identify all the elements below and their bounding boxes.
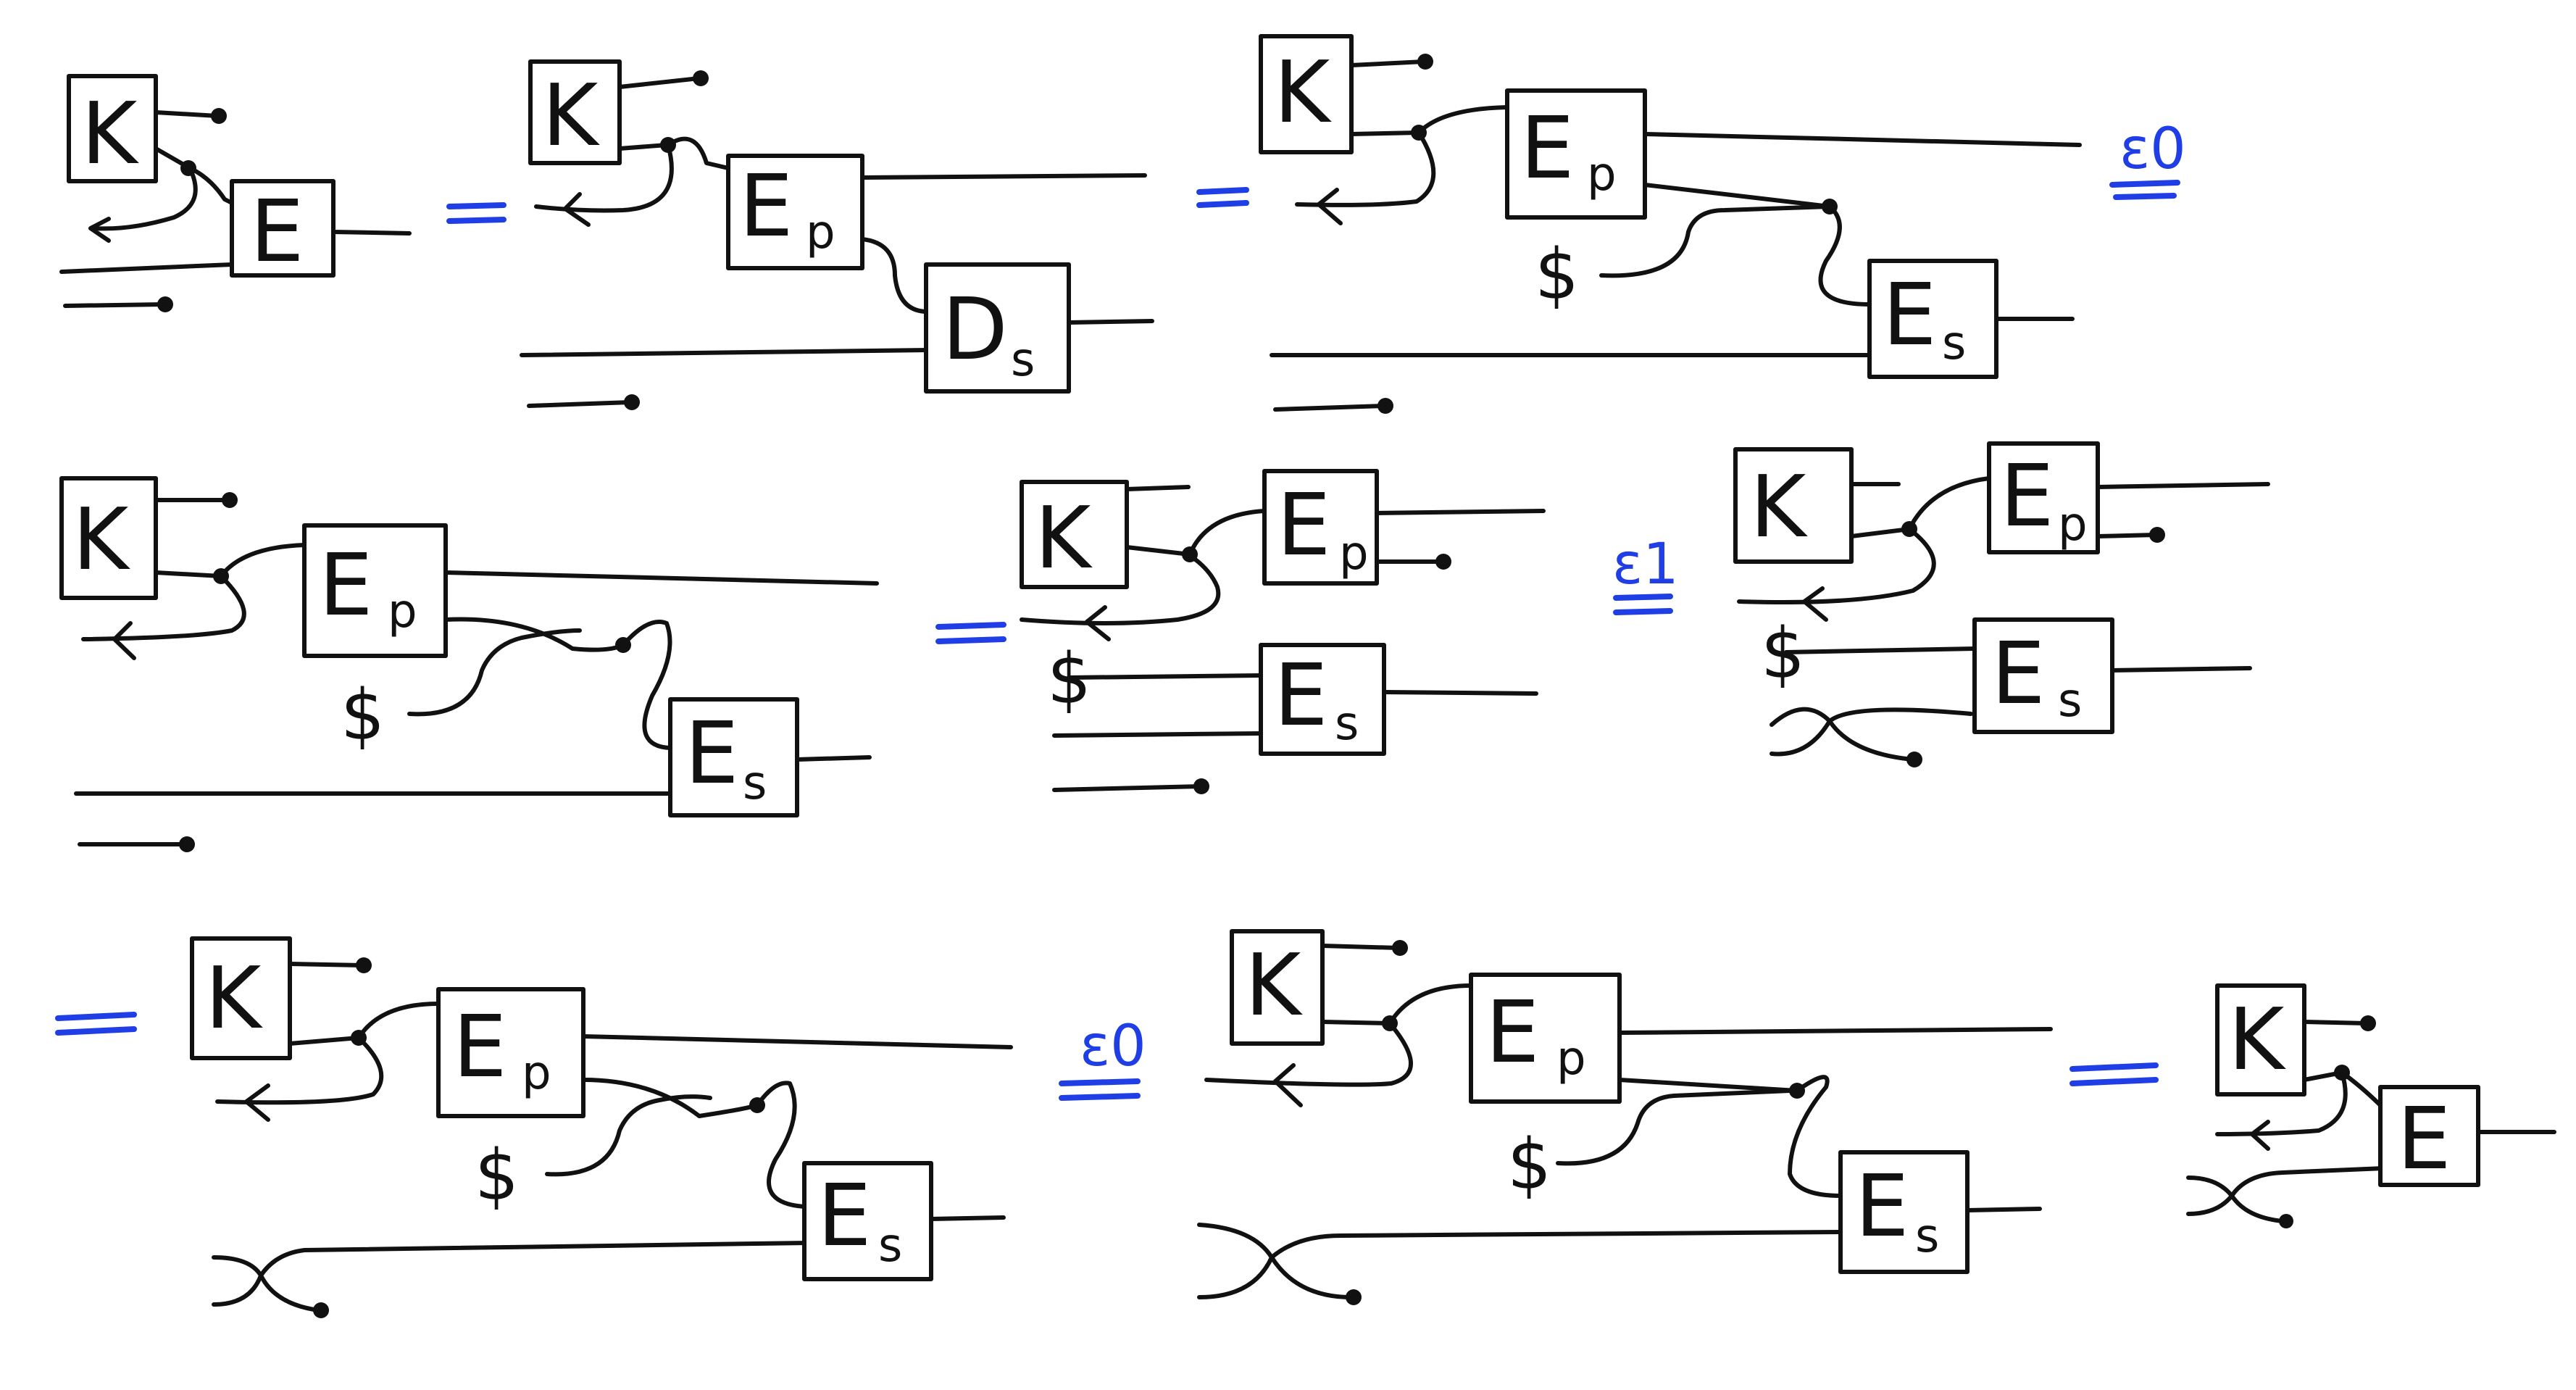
diagram-5: K E p $ E s	[1020, 469, 1546, 794]
key-box	[1230, 929, 1325, 1046]
enc-s-sub: s	[743, 757, 767, 810]
key-box	[1020, 480, 1129, 589]
enc-label: E	[250, 181, 304, 281]
enc-s-box	[668, 697, 799, 817]
diagram-4: K E p $ E s	[59, 476, 879, 852]
enc-s-box	[1259, 643, 1386, 756]
relation-eq-3	[935, 622, 1006, 644]
enc-p-label: E	[1277, 475, 1331, 575]
random-label: $	[1761, 613, 1805, 694]
random-label: $	[1047, 638, 1091, 720]
enc-p-sub: p	[1587, 148, 1617, 201]
enc-s-box	[1838, 1150, 1969, 1274]
random-label: $	[1535, 234, 1579, 315]
enc-s-label: E	[685, 703, 739, 803]
key-label: K	[2228, 989, 2286, 1089]
diagram-6: K E p $ E s	[1733, 441, 2270, 767]
enc-p-label: E	[739, 156, 793, 256]
relation-eps0-1: ε0	[2109, 117, 2186, 200]
key-label: K	[1035, 488, 1093, 588]
enc-p-sub: p	[522, 1046, 551, 1100]
diagram-8: K E p $ E s	[1197, 929, 2053, 1305]
enc-p-box	[1987, 441, 2100, 554]
enc-s-box	[1972, 617, 2114, 734]
enc-p-box	[436, 987, 585, 1118]
relation-eq-1	[446, 202, 507, 224]
key-box	[190, 936, 292, 1060]
relation-eps0-2: ε0	[1059, 1014, 1146, 1101]
key-label: K	[542, 65, 600, 165]
relation-eq-4	[55, 1012, 137, 1036]
enc-p-label: E	[2000, 446, 2054, 546]
dec-s-label: D	[942, 279, 1008, 379]
enc-p-sub: p	[806, 206, 835, 259]
enc-s-box	[1867, 259, 1998, 379]
enc-p-box	[302, 523, 448, 658]
key-label: K	[1245, 935, 1303, 1035]
diagram-9: K E	[2186, 983, 2556, 1228]
enc-p-box	[1262, 469, 1379, 586]
enc-p-label: E	[1485, 982, 1540, 1082]
enc-s-sub: s	[1915, 1210, 1939, 1263]
relation-eps0-label: ε0	[1080, 1014, 1146, 1079]
enc-s-sub: s	[1942, 317, 1966, 370]
enc-label: E	[2397, 1089, 2451, 1189]
key-label: K	[72, 489, 130, 589]
enc-s-label: E	[1883, 265, 1937, 365]
key-box	[1259, 34, 1354, 154]
enc-p-box	[726, 154, 864, 270]
key-box	[1733, 447, 1854, 564]
diagram-3: K E p $ E s	[1259, 34, 2082, 414]
key-label: K	[1750, 457, 1808, 557]
key-box	[528, 59, 622, 165]
relation-eq-5	[2069, 1062, 2159, 1086]
diagram-7: K E p $ E s	[190, 936, 1013, 1318]
key-box	[67, 74, 158, 183]
key-box	[59, 476, 158, 600]
enc-s-label: E	[1991, 623, 2046, 723]
enc-box	[2378, 1085, 2480, 1187]
relation-eq-2	[1196, 187, 1249, 208]
enc-p-sub: p	[1339, 527, 1369, 580]
diagram-1: K E	[59, 74, 412, 312]
enc-s-sub: s	[878, 1219, 902, 1273]
relation-eps1: ε1	[1612, 532, 1679, 615]
enc-s-label: E	[1274, 645, 1328, 745]
enc-s-sub: s	[2058, 674, 2082, 728]
enc-p-sub: p	[2058, 498, 2088, 552]
enc-p-sub: p	[388, 585, 417, 638]
enc-p-label: E	[319, 535, 373, 635]
enc-s-sub: s	[1335, 697, 1359, 751]
enc-s-label: E	[1855, 1156, 1909, 1256]
key-label: K	[205, 948, 263, 1048]
diagram-2: K E p D s	[520, 59, 1154, 410]
enc-p-label: E	[1520, 98, 1575, 198]
key-box	[2215, 983, 2306, 1096]
key-label: K	[81, 83, 139, 183]
random-label: $	[1507, 1124, 1551, 1205]
enc-s-label: E	[817, 1165, 872, 1265]
enc-p-label: E	[453, 996, 507, 1096]
relation-eps1-label: ε1	[1612, 532, 1679, 597]
enc-p-box	[1469, 973, 1622, 1104]
random-label: $	[341, 675, 385, 756]
enc-p-sub: p	[1556, 1032, 1586, 1086]
enc-p-box	[1505, 88, 1647, 220]
dec-s-sub: s	[1011, 333, 1035, 387]
key-label: K	[1274, 42, 1332, 142]
dec-s-box	[924, 262, 1071, 394]
enc-s-box	[802, 1161, 933, 1281]
random-label: $	[475, 1135, 519, 1216]
relation-eps0-label: ε0	[2119, 117, 2186, 182]
enc-box	[230, 179, 335, 278]
